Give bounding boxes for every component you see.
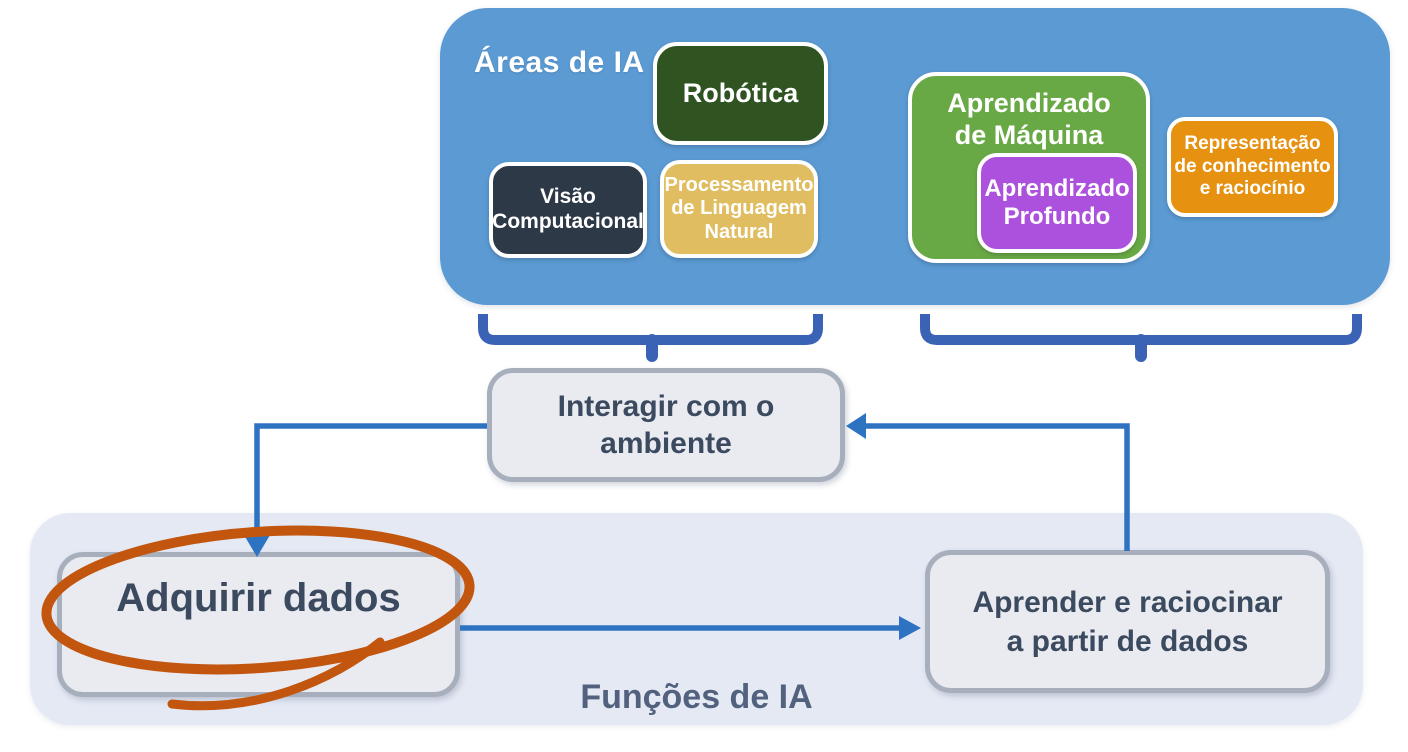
area-box-dl-label: Aprendizado Profundo [984, 174, 1130, 230]
flow-learn-label: Aprender e raciocinar a partir de dados [972, 585, 1283, 658]
area-box-visao-computacional: Visão Computacional [489, 162, 647, 258]
area-box-representacao-conhecimento: Representação de conhecimento e raciocín… [1167, 117, 1338, 217]
flow-box-adquirir-dados: Adquirir dados [57, 552, 460, 697]
area-box-processamento-linguagem-natural: Processamento de Linguagem Natural [660, 160, 818, 258]
bracket-right [920, 314, 1362, 345]
arrowhead-left-into-interact [846, 413, 866, 439]
bracket-left [478, 314, 823, 345]
functions-panel-title: Funções de IA [580, 678, 813, 716]
flow-acquire-label: Adquirir dados [116, 576, 401, 620]
area-box-robotica-label: Robótica [682, 77, 799, 108]
flow-interact-label: Interagir com o ambiente [557, 389, 775, 461]
area-box-visao-label: Visão Computacional [492, 185, 644, 233]
areas-panel-title: Áreas de IA [474, 46, 645, 79]
areas-panel: Áreas de IA Robótica Visão Computacional… [440, 8, 1390, 305]
area-box-ml-label: Aprendizado de Máquina [947, 88, 1111, 150]
area-box-pln-label: Processamento de Linguagem Natural [664, 173, 814, 243]
area-box-robotica: Robótica [653, 42, 828, 145]
flow-box-interagir-com-ambiente: Interagir com o ambiente [487, 368, 845, 482]
area-box-rkr-label: Representação de conhecimento e raciocín… [1174, 133, 1331, 200]
area-box-aprendizado-de-maquina: Aprendizado de Máquina Aprendizado Profu… [908, 72, 1150, 263]
flow-box-aprender-raciocinar: Aprender e raciocinar a partir de dados [925, 550, 1330, 693]
area-box-aprendizado-profundo: Aprendizado Profundo [977, 153, 1137, 253]
